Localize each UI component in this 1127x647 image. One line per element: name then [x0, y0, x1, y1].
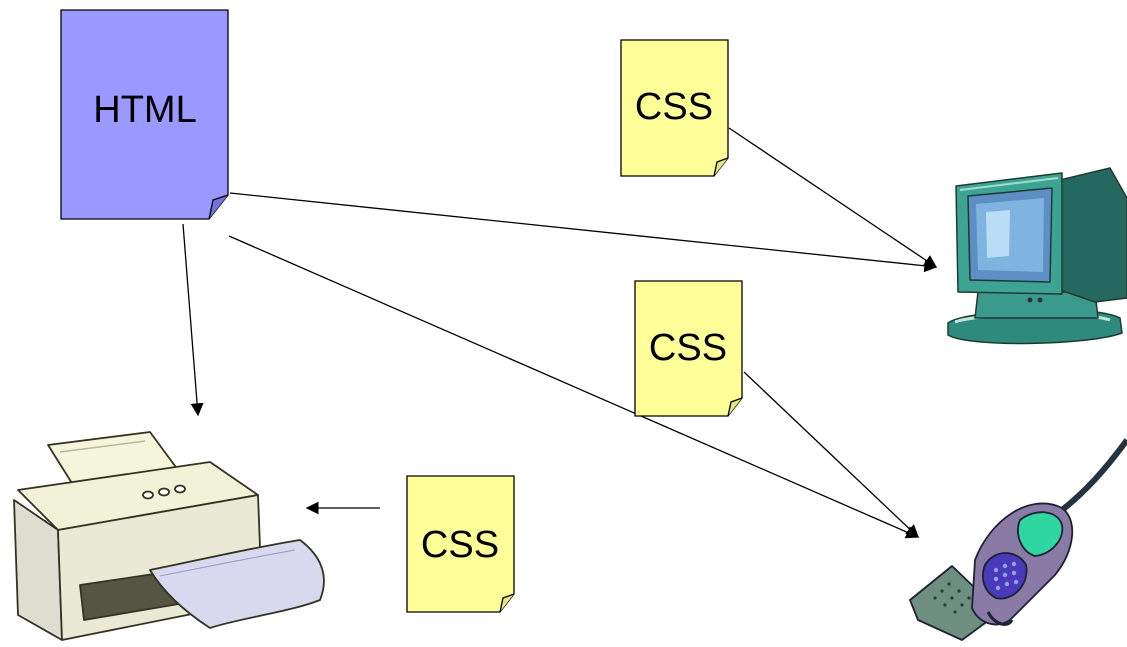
- arrow-css-middle-to-phone: [743, 371, 919, 538]
- monitor-icon: [947, 167, 1127, 345]
- css-document-bottom: CSS: [406, 475, 515, 613]
- css-document-top: CSS: [620, 39, 729, 177]
- html-document-label: HTML: [93, 89, 196, 131]
- css-document-bottom-label: CSS: [421, 524, 499, 566]
- css-document-middle-fold: [727, 397, 743, 417]
- arrow-html-to-monitor: [229, 192, 938, 273]
- arrow-html-to-printer: [182, 223, 204, 417]
- printer-icon: [13, 431, 325, 641]
- html-document-fold: [208, 194, 229, 220]
- css-document-top-label: CSS: [635, 86, 713, 128]
- css-document-middle-label: CSS: [649, 327, 727, 369]
- css-document-bottom-fold: [499, 593, 515, 613]
- arrow-css-top-to-monitor: [728, 127, 938, 268]
- css-document-middle: CSS: [634, 280, 743, 417]
- html-document: HTML: [60, 9, 229, 220]
- connection-arrows: [182, 127, 938, 539]
- css-document-top-fold: [713, 157, 729, 177]
- mobile-phone-icon: [909, 438, 1127, 641]
- arrow-html-to-phone: [228, 235, 920, 539]
